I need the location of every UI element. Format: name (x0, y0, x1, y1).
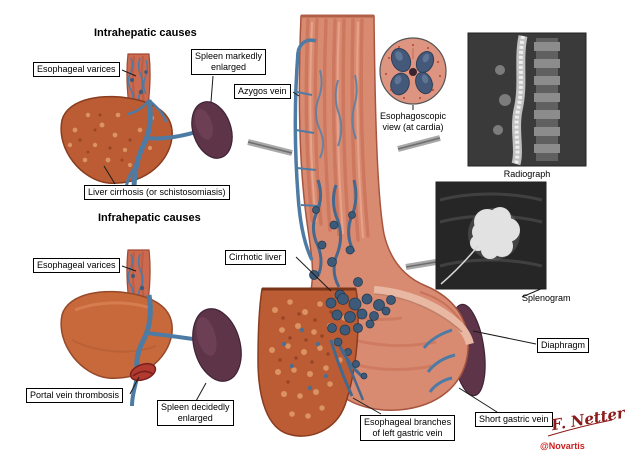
copyright-text: @Novartis (540, 441, 585, 451)
label-azygos-vein: Azygos vein (234, 84, 291, 99)
infrahepatic-heading: Infrahepatic causes (98, 212, 201, 224)
label-esophageal-branches: Esophageal branches of left gastric vein (360, 415, 456, 441)
label-diaphragm: Diaphragm (537, 338, 590, 353)
leader-lines (103, 69, 544, 415)
radiograph-art (467, 32, 587, 167)
label-liver-cirrhosis: Liver cirrhosis (or schistosomiasis) (84, 185, 230, 200)
label-short-gastric-vein: Short gastric vein (475, 412, 553, 427)
infrahepatic-diagram-art (60, 249, 242, 407)
label-esophagoscopic-view: Esophagoscopic view (at cardia) (379, 111, 447, 132)
intrahepatic-diagram-art (60, 53, 233, 193)
esophagoscopic-inset-art (379, 37, 447, 105)
label-esophageal-varices-1: Esophageal varices (33, 62, 120, 77)
radiograph-caption: Radiograph (503, 169, 551, 179)
signature-flourish (547, 419, 613, 437)
central-figure-art (247, 14, 486, 437)
label-spleen-decidedly-enlarged: Spleen decidedly enlarged (157, 400, 234, 426)
splenogram-caption: Splenogram (522, 293, 571, 303)
label-spleen-markedly-enlarged: Spleen markedly enlarged (191, 49, 267, 75)
label-portal-vein-thrombosis: Portal vein thrombosis (26, 388, 124, 403)
splenogram-art (435, 181, 547, 290)
label-esophageal-varices-2: Esophageal varices (33, 258, 120, 273)
intrahepatic-heading: Intrahepatic causes (94, 27, 197, 39)
label-cirrhotic-liver: Cirrhotic liver (225, 250, 286, 265)
